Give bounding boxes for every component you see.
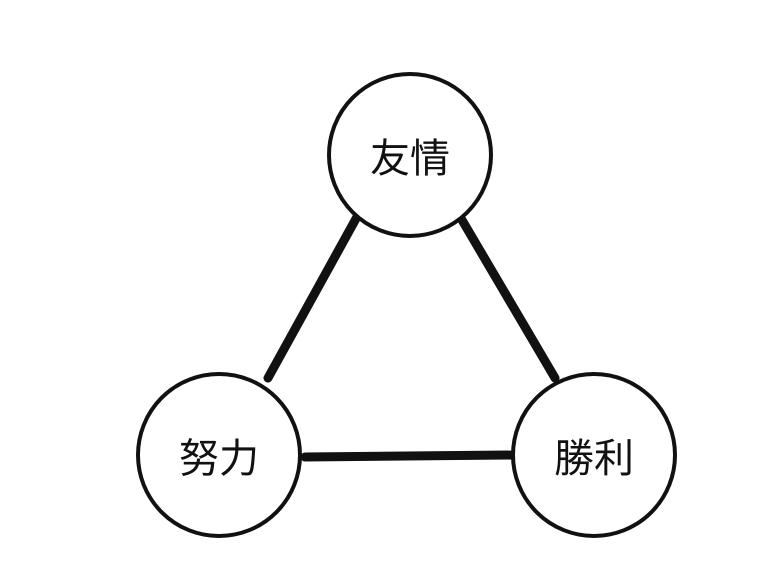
node-victory: 勝利	[511, 372, 677, 538]
node-friendship: 友情	[327, 72, 493, 238]
node-label: 努力	[179, 436, 259, 482]
node-label: 勝利	[554, 436, 634, 482]
edge-effort-victory	[300, 450, 520, 462]
edge-friendship-victory	[457, 215, 560, 383]
edge-friendship-effort	[263, 210, 363, 383]
node-label: 友情	[370, 136, 450, 182]
node-effort: 努力	[136, 372, 302, 538]
